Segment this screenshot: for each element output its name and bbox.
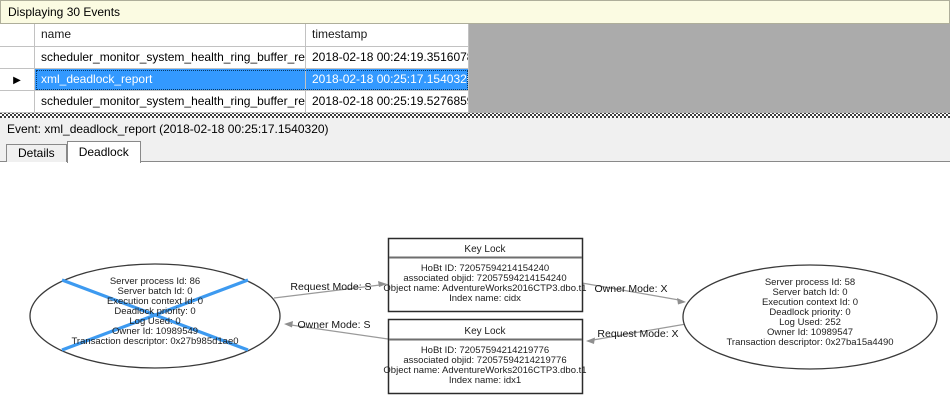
grid-header-row: name timestamp: [0, 24, 469, 47]
process-attr: Log Used: 252: [779, 317, 841, 328]
process-attr: Transaction descriptor: 0x27ba15a4490: [726, 337, 893, 348]
process-attr: Owner Id: 10989547: [767, 327, 853, 338]
edge-label-owner-s: Owner Mode: S: [298, 319, 371, 331]
edge-label-request-s: Request Mode: S: [290, 281, 371, 293]
resource-node-key-lock-bottom[interactable]: Key Lock HoBt ID: 72057594214219776 asso…: [383, 318, 587, 395]
table-row[interactable]: scheduler_monitor_system_health_ring_buf…: [0, 91, 469, 113]
process-attr: Deadlock priority: 0: [769, 307, 850, 318]
event-timestamp-cell[interactable]: 2018-02-18 00:25:19.5276859: [306, 91, 469, 113]
process-attr: Log Used: 0: [129, 316, 180, 327]
process-attr: Deadlock priority: 0: [114, 306, 195, 317]
tab-details[interactable]: Details: [6, 144, 67, 162]
selected-event-label: Event: xml_deadlock_report (2018-02-18 0…: [7, 122, 329, 136]
resource-attr: associated objid: 72057594214219776: [403, 355, 566, 366]
detail-tab-strip: Details Deadlock: [6, 140, 141, 163]
grid-corner-cell: [0, 24, 35, 47]
table-row[interactable]: scheduler_monitor_system_health_ring_buf…: [0, 47, 469, 69]
event-detail-pane: Event: xml_deadlock_report (2018-02-18 0…: [0, 118, 950, 400]
edge-request-mode-s: [273, 281, 387, 299]
deadlock-graph: Server process Id: 86 Server batch Id: 0…: [29, 237, 938, 395]
edge-owner-mode-s: [284, 321, 389, 340]
row-header-cell[interactable]: ▶: [0, 69, 35, 91]
process-attr: Server process Id: 86: [110, 276, 200, 287]
process-attr: Server batch Id: 0: [773, 287, 848, 298]
table-row-selected[interactable]: ▶ xml_deadlock_report 2018-02-18 00:25:1…: [0, 69, 469, 91]
process-attr: Server process Id: 58: [765, 277, 855, 288]
resource-attr: HoBt ID: 72057594214219776: [421, 345, 549, 356]
deadlock-graph-panel: Server process Id: 86 Server batch Id: 0…: [0, 161, 950, 400]
process-attr: Owner Id: 10989549: [112, 326, 198, 337]
resource-attr: Object name: AdventureWorks2016CTP3.dbo.…: [383, 365, 586, 376]
events-count-label: Displaying 30 Events: [8, 5, 121, 19]
column-header-timestamp[interactable]: timestamp: [306, 24, 469, 47]
edge-owner-mode-x: [581, 282, 686, 305]
resource-attr: Object name: AdventureWorks2016CTP3.dbo.…: [383, 283, 586, 294]
edge-label-request-x: Request Mode: X: [597, 328, 678, 340]
splitter[interactable]: [0, 113, 950, 118]
row-header-cell[interactable]: [0, 47, 35, 69]
tab-deadlock[interactable]: Deadlock: [66, 141, 141, 163]
process-attr: Server batch Id: 0: [118, 286, 193, 297]
resource-attr: Index name: idx1: [449, 375, 521, 386]
resource-attr: HoBt ID: 72057594214154240: [421, 263, 549, 274]
resource-node-key-lock-top[interactable]: Key Lock HoBt ID: 72057594214154240 asso…: [383, 237, 587, 313]
process-attr: Execution context Id: 0: [762, 297, 858, 308]
events-grid: name timestamp scheduler_monitor_system_…: [0, 24, 469, 113]
edge-label-owner-x: Owner Mode: X: [595, 283, 668, 295]
events-grid-zone: name timestamp scheduler_monitor_system_…: [0, 24, 950, 114]
process-node-victim[interactable]: Server process Id: 86 Server batch Id: 0…: [29, 263, 281, 369]
resource-attr: associated objid: 72057594214154240: [403, 273, 566, 284]
resource-attr: Index name: cidx: [449, 293, 521, 304]
edge-request-mode-x: [586, 322, 693, 344]
event-timestamp-cell[interactable]: 2018-02-18 00:25:17.1540320: [306, 69, 469, 91]
resource-title: Key Lock: [464, 326, 506, 337]
row-header-cell[interactable]: [0, 91, 35, 113]
resource-title: Key Lock: [464, 244, 506, 255]
process-node[interactable]: Server process Id: 58 Server batch Id: 0…: [682, 264, 938, 370]
event-timestamp-cell[interactable]: 2018-02-18 00:24:19.3516078: [306, 47, 469, 69]
victim-cross-line: [61, 278, 249, 352]
event-name-cell[interactable]: xml_deadlock_report: [35, 69, 306, 91]
event-name-cell[interactable]: scheduler_monitor_system_health_ring_buf…: [35, 91, 306, 113]
events-count-bar: Displaying 30 Events: [0, 0, 950, 24]
event-name-cell[interactable]: scheduler_monitor_system_health_ring_buf…: [35, 47, 306, 69]
column-header-name[interactable]: name: [35, 24, 306, 47]
process-attr: Transaction descriptor: 0x27b985d1ae0: [71, 336, 238, 347]
current-row-arrow-icon: ▶: [13, 75, 21, 86]
process-attr: Execution context Id: 0: [107, 296, 203, 307]
